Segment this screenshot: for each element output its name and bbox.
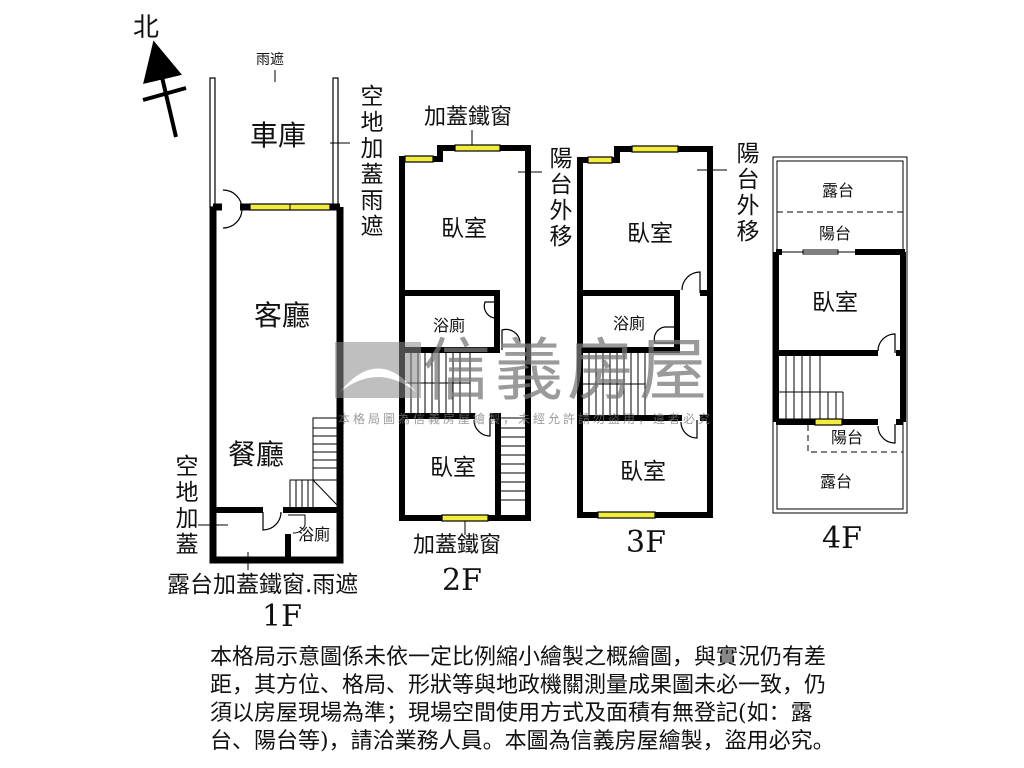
window-icon bbox=[441, 514, 489, 522]
door-icon bbox=[877, 333, 896, 353]
terrace-4f-front: 露台 bbox=[822, 181, 854, 200]
door-icon bbox=[653, 326, 677, 344]
window-icon bbox=[814, 418, 843, 426]
floor-3f-plan bbox=[577, 145, 727, 519]
north-arrow-icon bbox=[142, 40, 187, 138]
window-icon bbox=[597, 511, 656, 519]
door-icon bbox=[483, 301, 498, 319]
window-icon bbox=[454, 144, 501, 152]
garage-canopy-wall-left bbox=[209, 77, 216, 208]
room-bedroom-2f-back: 臥室 bbox=[430, 455, 476, 481]
room-garage: 車庫 bbox=[250, 119, 306, 152]
window-icon bbox=[631, 145, 679, 153]
floor-label-3f: 3F bbox=[626, 525, 666, 560]
door-icon bbox=[877, 424, 896, 444]
floor-2f-plan bbox=[399, 130, 542, 535]
stairs-icon bbox=[289, 417, 339, 509]
watermark-notice: 本格局圖為信義房屋繪製，未經允許請勿盜用，違者必究 bbox=[338, 412, 714, 426]
floor-4f-plan bbox=[772, 156, 908, 514]
floor-label-4f: 4F bbox=[822, 521, 862, 556]
window-icon bbox=[587, 156, 613, 164]
north-label: 北 bbox=[133, 13, 159, 43]
disclaimer-line: 須以房屋現場為準；現場空間使用方式及面積有無登記(如：露 bbox=[210, 701, 813, 726]
disclaimer-line: 距，其方位、格局、形狀等與地政機關測量成果圖未必一致，仍 bbox=[210, 673, 827, 698]
door-icon bbox=[680, 420, 698, 439]
side-canopy-note-1f: 空地加蓋雨遮 bbox=[356, 84, 382, 240]
room-bedroom-3f-front: 臥室 bbox=[627, 221, 673, 247]
door-icon bbox=[473, 418, 491, 437]
room-living: 客廳 bbox=[254, 299, 310, 332]
room-bedroom-3f-back: 臥室 bbox=[620, 459, 666, 485]
door-icon bbox=[222, 189, 243, 229]
floor-label-1f: 1F bbox=[262, 599, 302, 634]
room-bath-2f: 浴廁 bbox=[433, 316, 465, 335]
balcony-note-2f: 陽台外移 bbox=[545, 146, 571, 250]
stairs-icon bbox=[777, 354, 844, 420]
window-note-2f-top: 加蓋鐵窗 bbox=[424, 105, 512, 130]
balcony-note-3f: 陽台外移 bbox=[732, 141, 758, 245]
side-addition-note-1f: 空地加蓋 bbox=[171, 454, 197, 558]
room-bath-3f: 浴廁 bbox=[613, 314, 645, 333]
garage-canopy-note: 雨遮 bbox=[256, 52, 284, 68]
room-bath-1f: 浴廁 bbox=[298, 525, 330, 544]
sliding-door-icon bbox=[802, 249, 839, 255]
window-icon bbox=[404, 155, 434, 163]
disclaimer: 本格局示意圖係未依一定比例縮小繪製之概繪圖，與實況仍有差 距，其方位、格局、形狀… bbox=[210, 644, 890, 756]
balcony-4f-front: 陽台 bbox=[819, 224, 851, 243]
disclaimer-line: 本格局示意圖係未依一定比例縮小繪製之概繪圖，與實況仍有差 bbox=[210, 645, 827, 670]
watermark-brand: 信義房屋 bbox=[423, 332, 712, 411]
terrace-note-1f: 露台加蓋鐵窗.雨遮 bbox=[167, 572, 358, 598]
room-bedroom-4f: 臥室 bbox=[812, 290, 858, 316]
terrace-4f-back: 露台 bbox=[820, 472, 852, 491]
balcony-4f-back: 陽台 bbox=[831, 428, 863, 447]
floor-label-2f: 2F bbox=[442, 563, 482, 598]
room-dining: 餐廳 bbox=[228, 438, 284, 471]
watermark-logo-icon bbox=[335, 342, 421, 398]
door-icon bbox=[262, 511, 282, 531]
disclaimer-line: 台、陽台等)，請洽業務人員。本圖為信義房屋繪製，盜用必究。 bbox=[210, 729, 835, 754]
door-icon bbox=[681, 271, 701, 293]
window-note-2f-bottom: 加蓋鐵窗 bbox=[413, 533, 501, 558]
door-icon bbox=[501, 328, 521, 350]
floor-1f-plan bbox=[198, 70, 350, 570]
room-bedroom-2f-front: 臥室 bbox=[441, 216, 487, 242]
